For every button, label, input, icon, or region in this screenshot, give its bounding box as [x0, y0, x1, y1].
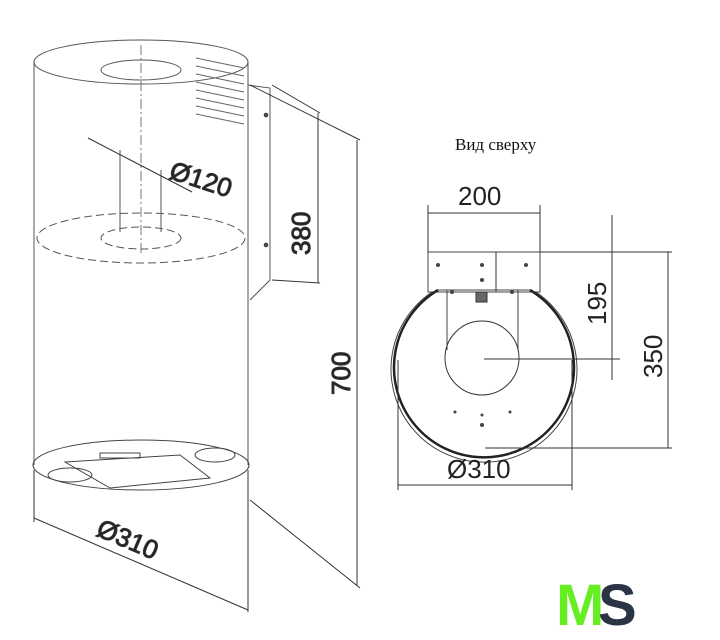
depth-label: 350: [638, 335, 668, 378]
vent-grille: [195, 57, 245, 125]
ms-logo: M S: [556, 573, 637, 638]
total-height-label: 700: [326, 352, 356, 395]
bracket-width-label: 200: [458, 181, 501, 211]
side-diameter-label: Ø310: [93, 513, 163, 565]
top-diameter-label: Ø310: [447, 454, 511, 484]
logo-m: M: [556, 573, 604, 638]
logo-s: S: [598, 573, 637, 638]
bracket-depth-label: 195: [582, 282, 612, 325]
top-view-title: Вид сверху: [455, 135, 537, 154]
bracket-height-label: 380: [286, 212, 316, 255]
top-view: Вид сверху 200 195 350 Ø310: [390, 135, 672, 490]
side-view: Ø120 380 700 Ø310: [32, 39, 361, 612]
duct-diameter-label: Ø120: [166, 155, 236, 203]
